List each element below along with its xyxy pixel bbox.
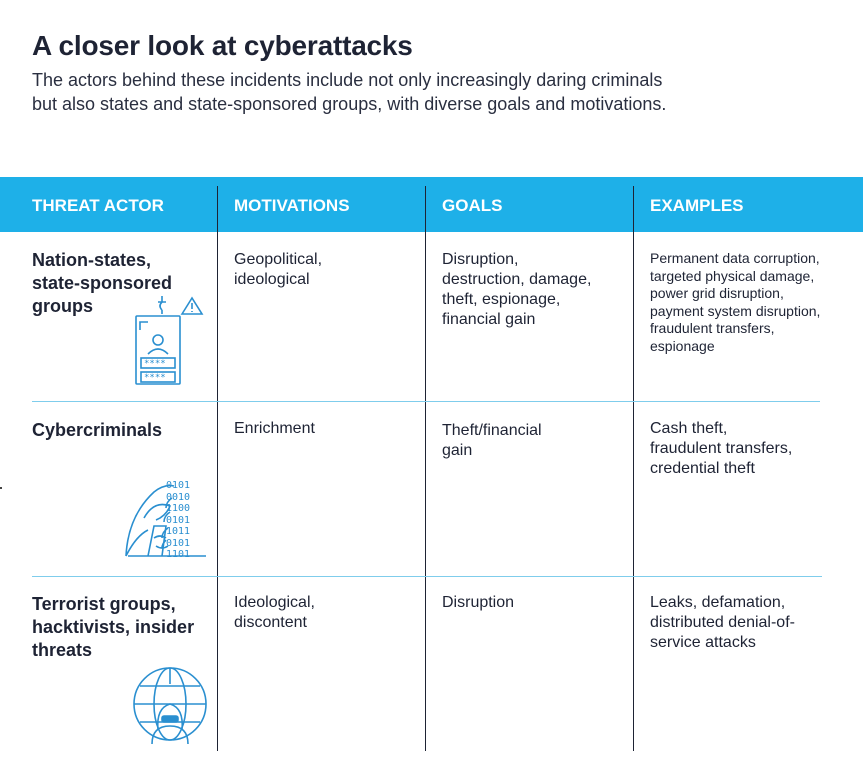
motivations-cell: Enrichment xyxy=(234,420,315,437)
motivations-cell: Geopolitical, ideological xyxy=(234,251,323,288)
table-header-band xyxy=(0,177,863,232)
page-subtitle: The actors behind these incidents includ… xyxy=(32,70,667,114)
examples-cell: Cash theft, fraudulent transfers, creden… xyxy=(650,420,793,477)
binary-text: 0101 0010 1100 0101 1011 0101 1101 xyxy=(166,480,191,560)
motivations-cell: Ideological, discontent xyxy=(234,594,315,631)
column-divider xyxy=(217,186,218,751)
hooded-hacker-binary-icon: 0101 0010 1100 0101 1011 0101 1101 xyxy=(122,478,210,562)
column-header-goals: GOALS xyxy=(442,196,503,215)
column-divider xyxy=(425,186,426,751)
stray-dot xyxy=(0,487,2,489)
actor-label: Nation-states, state-sponsored groups xyxy=(32,250,173,316)
column-header-motivations: MOTIVATIONS xyxy=(234,196,350,215)
goals-cell: Disruption, destruction, damage, theft, … xyxy=(442,251,592,328)
svg-text:****: **** xyxy=(144,373,166,383)
actor-label: Terrorist groups, hacktivists, insider t… xyxy=(32,594,195,660)
page-title: A closer look at cyberattacks xyxy=(32,30,413,61)
column-divider xyxy=(633,186,634,751)
id-card-alert-icon: **** **** xyxy=(130,292,210,388)
globe-hacker-icon xyxy=(130,664,210,746)
goals-cell: Disruption xyxy=(442,594,515,611)
examples-cell: Permanent data corruption, targeted phys… xyxy=(650,250,821,354)
row-divider xyxy=(32,401,820,402)
column-header-threat-actor: THREAT ACTOR xyxy=(32,196,164,215)
actor-label: Cybercriminals xyxy=(32,420,163,440)
goals-cell: Theft/financial gain xyxy=(442,422,542,459)
examples-cell: Leaks, defamation, distributed denial-of… xyxy=(650,594,795,651)
row-divider xyxy=(32,576,822,577)
column-header-examples: EXAMPLES xyxy=(650,196,744,215)
svg-text:****: **** xyxy=(144,359,166,369)
